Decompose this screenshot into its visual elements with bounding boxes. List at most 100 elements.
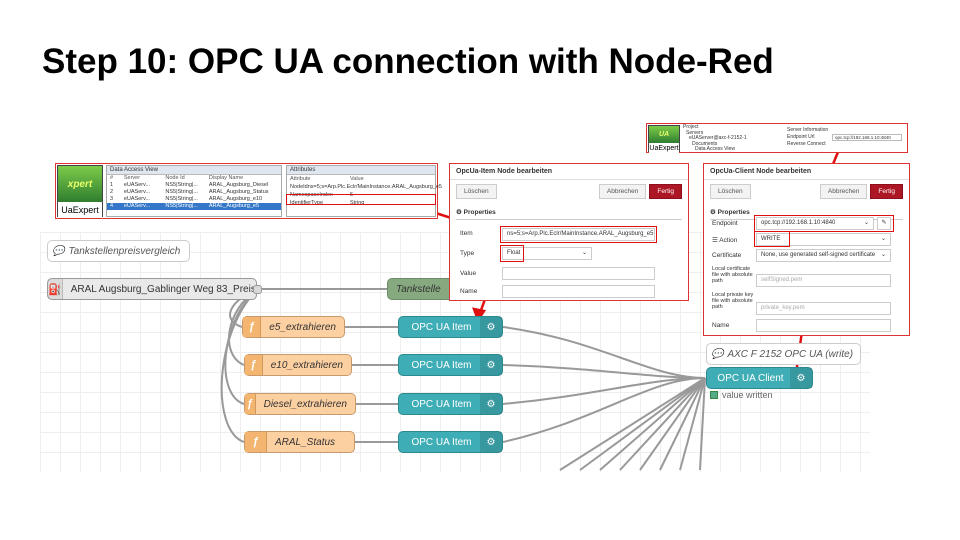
local-cert-label: Local certificate file with absolute pat… bbox=[712, 266, 753, 284]
status-text: value written bbox=[722, 390, 773, 400]
table-cell: ARAL_Augsburg_e5 bbox=[208, 203, 260, 209]
function-label: e5_extrahieren bbox=[269, 321, 336, 333]
action-label: ☰ Action bbox=[712, 236, 737, 244]
type-select[interactable]: Float⌄ bbox=[502, 247, 592, 260]
table-cell: NS5|String|... bbox=[165, 196, 198, 202]
endpoint-highlight bbox=[754, 215, 894, 232]
attr-title: Attributes bbox=[287, 166, 435, 175]
comment-label: Tankstellenpreisvergleich bbox=[68, 245, 181, 257]
table-cell: NS5|String|... bbox=[165, 182, 198, 188]
item-dialog-title: OpcUa-Item Node bearbeiten bbox=[450, 164, 688, 180]
chevron-down-icon: ⌄ bbox=[880, 252, 886, 258]
action-label-text: Action bbox=[719, 237, 738, 244]
endpoint-url-small: opc.tcp://192.168.1.10:4840 bbox=[832, 134, 902, 141]
chevron-down-icon: ⌄ bbox=[581, 250, 587, 256]
chevron-down-icon: ⌄ bbox=[863, 220, 869, 226]
endpoint-select[interactable]: opc.tcp://192.168.1.10:4840⌄ bbox=[756, 217, 874, 230]
properties-tab[interactable]: Properties bbox=[717, 209, 750, 216]
table-cell: ARAL_Augsburg_Diesel bbox=[208, 182, 269, 188]
server-info-item: Endpoint Url bbox=[787, 134, 815, 140]
local-key-input[interactable]: private_key.pem bbox=[756, 302, 891, 315]
name-input[interactable] bbox=[756, 319, 891, 332]
function-label: ARAL_Status bbox=[275, 436, 336, 448]
done-button[interactable]: Fertig bbox=[870, 184, 903, 199]
opcua-client-dialog: OpcUa-Client Node bearbeiten Löschen Abb… bbox=[703, 163, 910, 336]
chat-icon: 💬 bbox=[711, 348, 724, 360]
table-cell: ARAL_Augsburg_Status bbox=[208, 189, 269, 195]
edit-endpoint-icon[interactable]: ✎ bbox=[877, 217, 891, 230]
item-input[interactable]: ns=5;s=Arp.Plc.Eclr/MainInstance.ARAL_Au… bbox=[502, 228, 655, 241]
certificate-label: Certificate bbox=[712, 252, 742, 259]
function-node-diesel[interactable]: ƒ Diesel_extrahieren bbox=[244, 393, 356, 415]
tree-item[interactable]: Servers bbox=[686, 129, 704, 136]
type-label: Type bbox=[460, 250, 475, 257]
cancel-button[interactable]: Abbrechen bbox=[598, 184, 647, 199]
chevron-down-icon: ⌄ bbox=[880, 236, 886, 242]
function-icon: ƒ bbox=[245, 432, 267, 452]
comment-node-tankstellen[interactable]: 💬 Tankstellenpreisvergleich bbox=[47, 240, 190, 262]
chat-icon: 💬 bbox=[52, 245, 65, 257]
table-cell: NS5|String|... bbox=[165, 189, 198, 195]
output-port[interactable] bbox=[253, 285, 262, 294]
cancel-button[interactable]: Abbrechen bbox=[819, 184, 868, 199]
logo-text: xpert bbox=[67, 178, 93, 190]
table-row[interactable]: 4 eUAServ... NS5|String|... ARAL_Augsburg_e… bbox=[107, 203, 281, 210]
function-node-e10[interactable]: ƒ e10_extrahieren bbox=[244, 354, 352, 376]
uaexpert-logo-small: UA UaExpert bbox=[648, 125, 680, 153]
table-cell: 3 bbox=[110, 196, 114, 202]
function-label: Diesel_extrahieren bbox=[263, 398, 347, 410]
gear-icon: ⚙ bbox=[710, 209, 718, 216]
table-cell: NS5|String|... bbox=[165, 203, 198, 209]
properties-tab[interactable]: Properties bbox=[463, 209, 496, 216]
delete-button[interactable]: Löschen bbox=[710, 184, 751, 199]
logo-small-label: UaExpert bbox=[649, 143, 679, 153]
client-status: value written bbox=[710, 390, 773, 400]
tree-item[interactable]: Project bbox=[683, 124, 699, 130]
table-cell: 4 bbox=[110, 203, 114, 209]
opc-ua-item-node-1[interactable]: OPC UA Item ⚙ bbox=[398, 316, 503, 338]
local-key-label: Local private key file with absolute pat… bbox=[712, 292, 754, 310]
attr-header-cell: Value bbox=[350, 176, 364, 182]
uaexpert-logo: xpert UaExpert bbox=[57, 165, 103, 218]
opc-ua-client-node[interactable]: OPC UA Client ⚙ bbox=[706, 367, 813, 389]
opc-gear-icon: ⚙ bbox=[480, 355, 502, 375]
opc-gear-icon: ⚙ bbox=[790, 368, 812, 388]
table-cell: eUAServ... bbox=[123, 203, 151, 209]
attr-cell: 5 bbox=[350, 192, 354, 198]
opc-gear-icon: ⚙ bbox=[480, 317, 502, 337]
opc-ua-item-node-3[interactable]: OPC UA Item ⚙ bbox=[398, 393, 503, 415]
function-node-status[interactable]: ƒ ARAL_Status bbox=[244, 431, 355, 453]
comment-node-axc[interactable]: 💬 AXC F 2152 OPC UA (write) bbox=[706, 343, 861, 365]
opc-ua-item-node-2[interactable]: OPC UA Item ⚙ bbox=[398, 354, 503, 376]
opc-gear-icon: ⚙ bbox=[480, 394, 502, 414]
tree-item[interactable]: Data Access View bbox=[695, 146, 735, 152]
opc-item-label: OPC UA Item bbox=[411, 398, 472, 410]
tree-item[interactable]: Documents bbox=[692, 140, 718, 147]
http-request-node[interactable]: ⛽ ARAL Augsburg_Gablinger Weg 83_Preise bbox=[47, 278, 261, 300]
dav-header-cell: Node Id bbox=[165, 175, 185, 181]
green-node-label: Tankstelle bbox=[396, 283, 441, 295]
green-node[interactable]: Tankstelle bbox=[387, 278, 457, 300]
done-button[interactable]: Fertig bbox=[649, 184, 682, 199]
attr-cell: IdentifierType bbox=[290, 200, 324, 206]
tree-item[interactable]: eUAServer@axc-f-2152-1 bbox=[689, 135, 747, 141]
value-input[interactable] bbox=[502, 267, 655, 280]
name-input[interactable] bbox=[502, 285, 655, 298]
function-node-e5[interactable]: ƒ e5_extrahieren bbox=[242, 316, 345, 338]
opc-ua-item-node-4[interactable]: OPC UA Item ⚙ bbox=[398, 431, 503, 453]
dav-title: Data Access View bbox=[107, 166, 281, 175]
certificate-select[interactable]: None, use generated self-signed certific… bbox=[756, 249, 891, 262]
delete-button[interactable]: Löschen bbox=[456, 184, 497, 199]
logo-label: UaExpert bbox=[58, 202, 102, 218]
local-cert-input[interactable]: selfSigned.pem bbox=[756, 274, 891, 287]
table-cell: 2 bbox=[110, 189, 114, 195]
